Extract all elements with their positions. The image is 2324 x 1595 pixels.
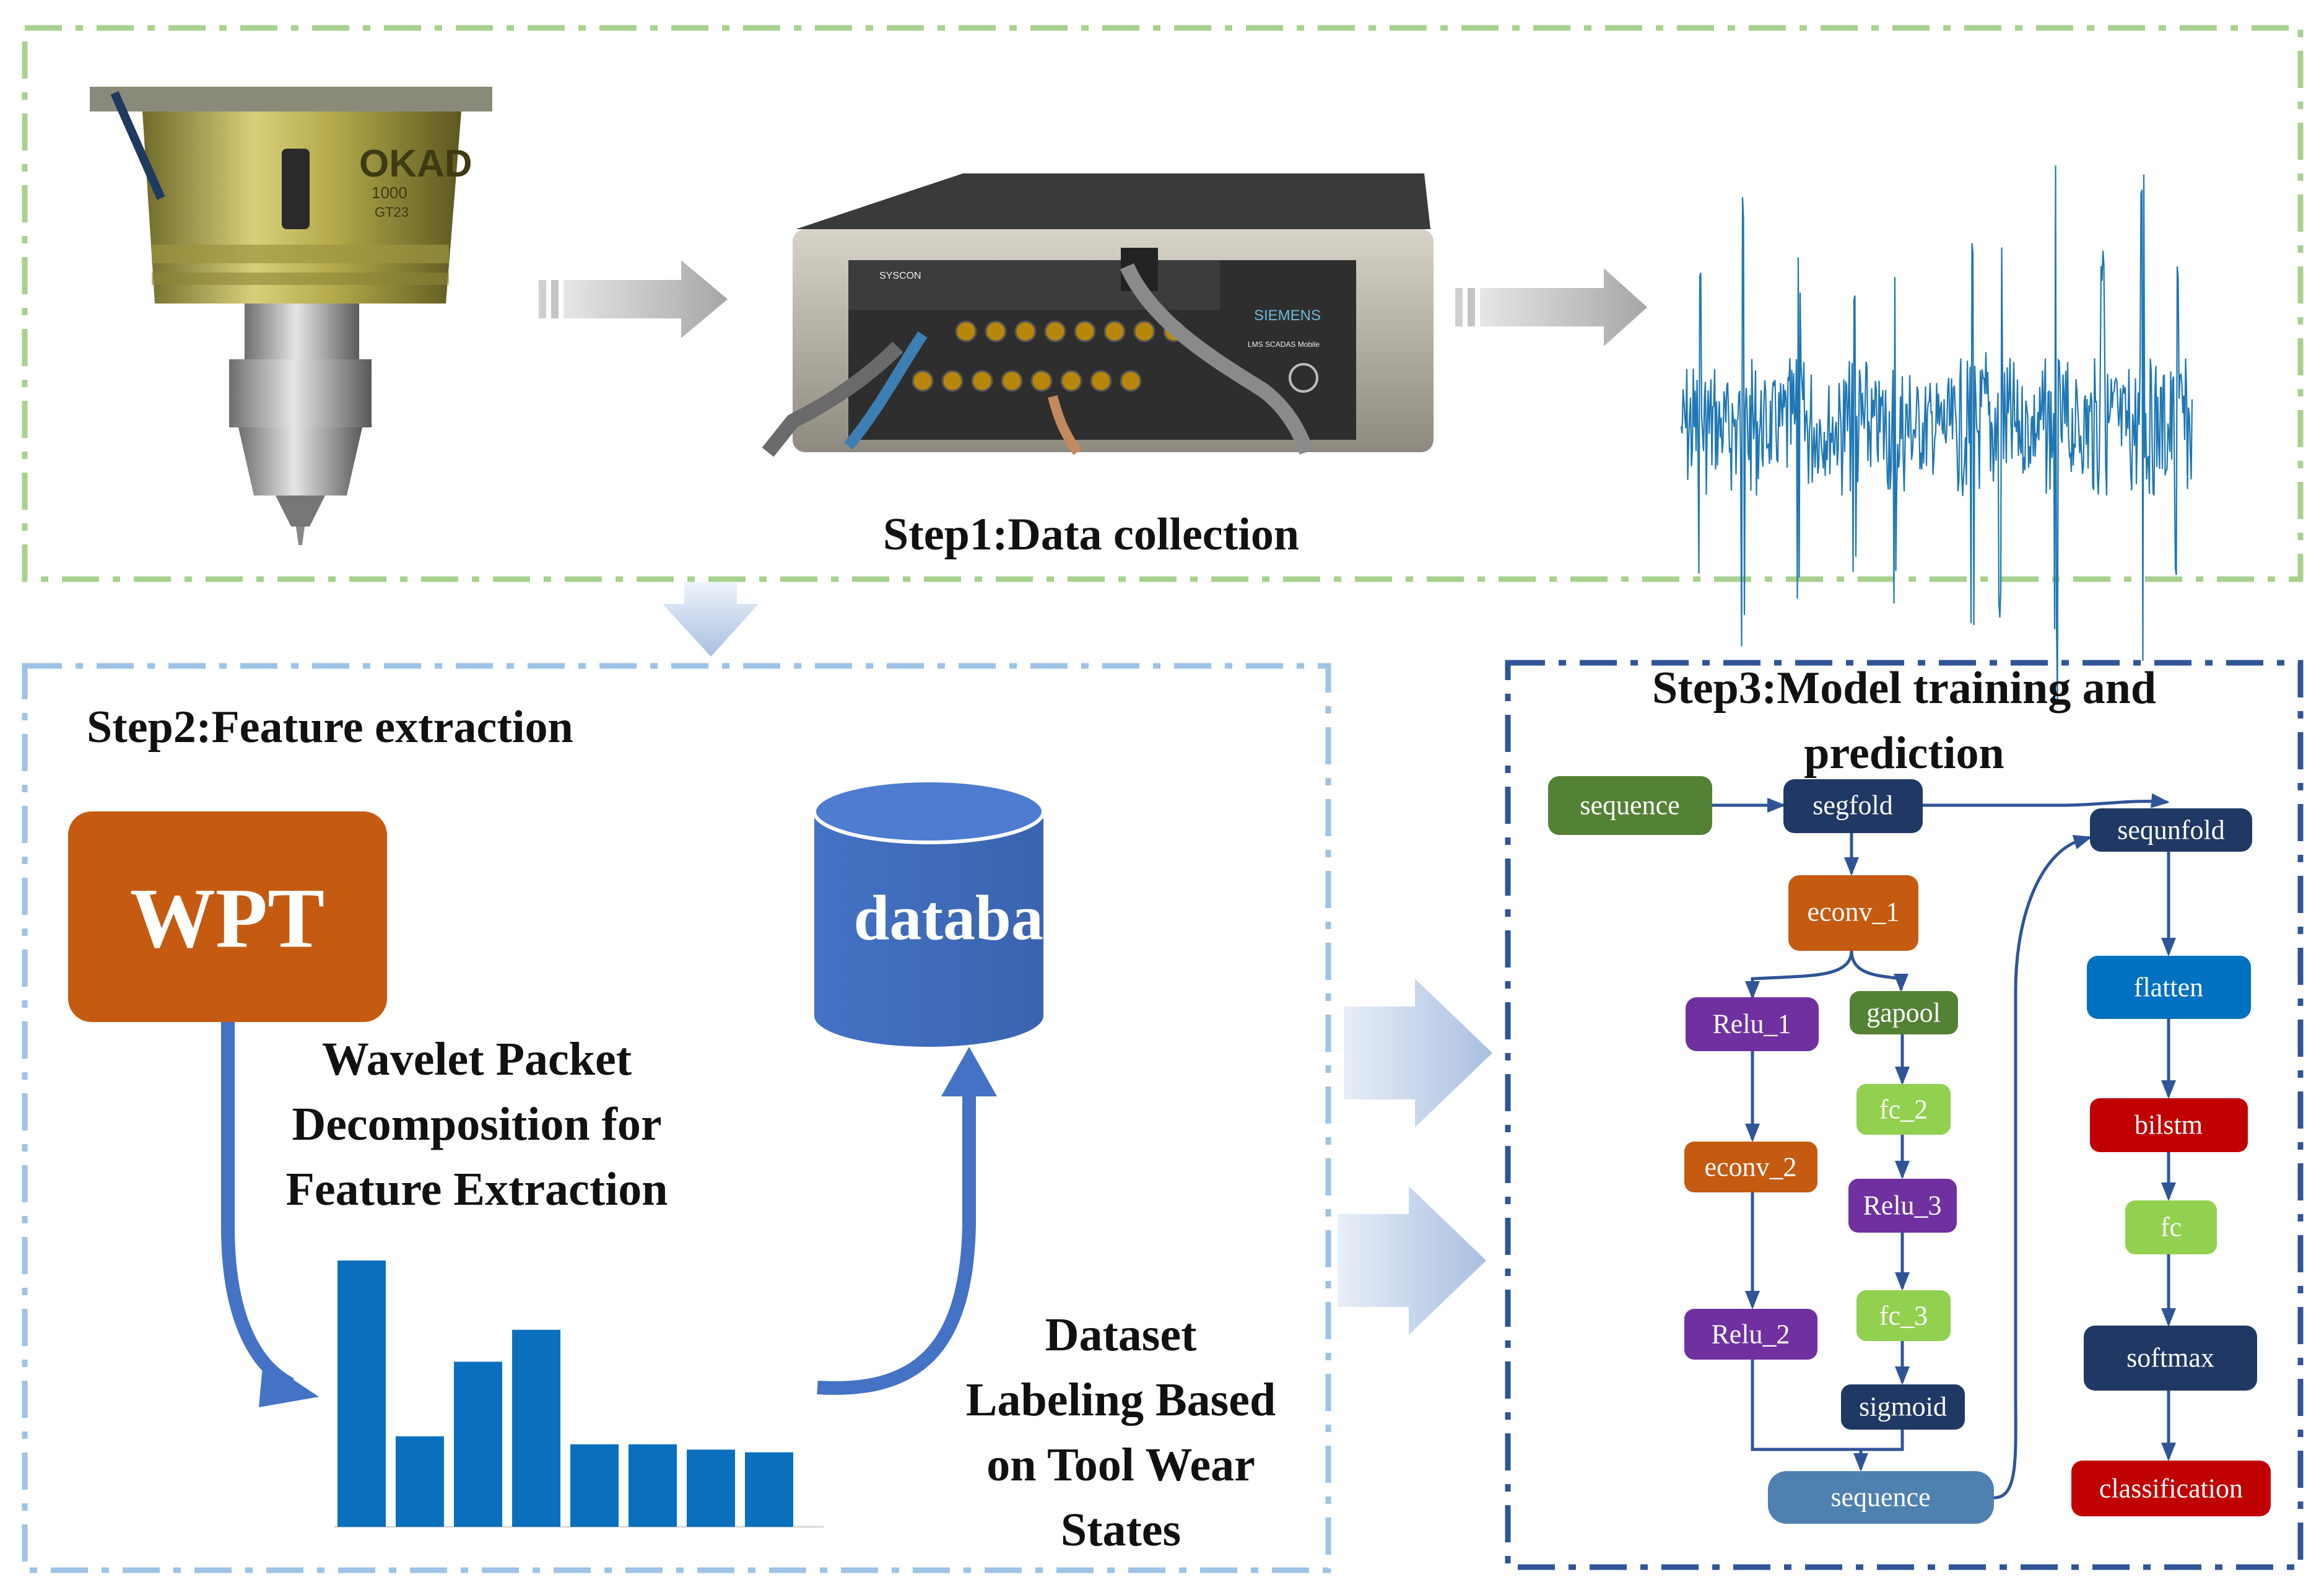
node-sequence-in-label: sequence (1580, 790, 1679, 821)
step1-frame (22, 25, 2304, 582)
node-fc-2[interactable]: fc_2 (1856, 1084, 1951, 1135)
step2-frame (22, 663, 1331, 1573)
node-bilstm[interactable]: bilstm (2090, 1098, 2248, 1152)
daq-port (1133, 320, 1155, 343)
chart-bar-7 (687, 1449, 735, 1527)
wpt-box (68, 811, 387, 1022)
gray-arrow-2 (1455, 268, 1647, 346)
wpt-caption-line-2: Decomposition for (292, 1098, 661, 1150)
node-bilstm-label: bilstm (2135, 1110, 2203, 1140)
daq-port (1120, 370, 1142, 392)
node-fc-3-label: fc_3 (1879, 1301, 1928, 1331)
node-classification-label: classification (2099, 1474, 2243, 1504)
database-label: database (854, 883, 1097, 954)
step3-title-line-2: prediction (1804, 728, 2004, 779)
node-econv-2[interactable]: econv_2 (1684, 1142, 1817, 1192)
chart-to-database-arrowhead (941, 1047, 997, 1096)
spindle-spec-text-2: GT23 (375, 204, 409, 220)
node-econv-2-label: econv_2 (1704, 1152, 1796, 1182)
gray-arrow-1 (539, 260, 728, 338)
right-arrow-1 (1344, 979, 1492, 1127)
node-relu-1[interactable]: Relu_1 (1686, 997, 1819, 1051)
daq-port (1090, 370, 1112, 392)
dataset-caption-line-3: on Tool Wear (986, 1439, 1255, 1491)
daq-port (1044, 320, 1066, 343)
spindle-photo: OKAD 1000 GT23 (90, 87, 492, 545)
spindle-spec-text-1: 1000 (372, 183, 407, 202)
node-sigmoid-label: sigmoid (1859, 1392, 1947, 1422)
node-softmax-label: softmax (2126, 1343, 2214, 1373)
node-sequence-in[interactable]: sequence (1548, 776, 1712, 835)
step3-frame (1505, 660, 2304, 1570)
node-flatten-label: flatten (2134, 972, 2203, 1003)
bar-chart (334, 1261, 824, 1528)
wpt-caption-line-1: Wavelet Packet (322, 1033, 632, 1085)
daq-brand-text: SIEMENS (1254, 307, 1321, 324)
right-arrow-2 (1338, 1186, 1486, 1335)
node-segfold[interactable]: segfold (1783, 779, 1923, 833)
daq-syscon-text: SYSCON (879, 271, 921, 281)
daq-port (941, 370, 964, 392)
node-relu-2-label: Relu_2 (1711, 1319, 1790, 1350)
node-econv-1-label: econv_1 (1807, 897, 1899, 927)
step3-title-line-1: Step3:Model training and (1652, 663, 2156, 714)
daq-port (1074, 320, 1096, 343)
node-fc-3[interactable]: fc_3 (1856, 1290, 1951, 1341)
dataset-caption-line-4: States (1061, 1504, 1181, 1556)
daq-port (971, 370, 993, 392)
wpt-to-chart-arrowhead (259, 1360, 319, 1407)
node-relu-3-label: Relu_3 (1863, 1191, 1941, 1221)
node-fc-label: fc (2161, 1212, 2182, 1243)
chart-bar-2 (396, 1436, 444, 1527)
wpt-to-chart-arrow (221, 1022, 295, 1391)
step1-title: Step1:Data collection (883, 509, 1299, 560)
node-classification[interactable]: classification (2071, 1461, 2271, 1516)
dataset-caption-line-2: Labeling Based (966, 1374, 1276, 1426)
node-sequence-out[interactable]: sequence (1768, 1471, 1994, 1524)
node-flatten[interactable]: flatten (2087, 956, 2251, 1019)
daq-port (912, 370, 934, 392)
wpt-caption-line-3: Feature Extraction (286, 1163, 668, 1215)
node-sequnfold[interactable]: sequnfold (2090, 808, 2252, 852)
daq-port (1060, 370, 1082, 392)
chart-bar-6 (629, 1444, 677, 1527)
node-relu-1-label: Relu_1 (1712, 1009, 1791, 1039)
node-relu-3[interactable]: Relu_3 (1848, 1179, 1957, 1233)
daq-port (1103, 320, 1126, 343)
node-fc-2-label: fc_2 (1879, 1095, 1928, 1125)
node-gapool[interactable]: gapool (1850, 991, 1958, 1034)
daq-port (1014, 320, 1037, 343)
database-cylinder (812, 779, 1045, 1047)
daq-port (1030, 370, 1053, 392)
network-connectors (1712, 793, 2176, 1500)
daq-port (1001, 370, 1023, 392)
spindle-brand-text: OKAD (359, 142, 472, 185)
step2-title: Step2:Feature extraction (87, 702, 573, 753)
node-econv-1[interactable]: econv_1 (1788, 875, 1918, 951)
node-fc[interactable]: fc (2125, 1200, 2217, 1254)
chart-to-database-arrow (817, 1087, 976, 1395)
daq-model-text: LMS SCADAS Mobile (1248, 340, 1320, 349)
node-softmax[interactable]: softmax (2084, 1326, 2257, 1391)
vibration-signal (1680, 165, 2193, 700)
wpt-label: WPT (130, 871, 324, 966)
chart-bar-8 (745, 1452, 793, 1527)
node-relu-2[interactable]: Relu_2 (1684, 1309, 1817, 1360)
daq-port (955, 320, 977, 343)
node-sequnfold-label: sequnfold (2117, 815, 2225, 846)
chart-bar-3 (454, 1361, 502, 1527)
chart-bar-5 (570, 1444, 619, 1527)
chart-bar-4 (512, 1329, 560, 1527)
dataset-caption-line-1: Dataset (1045, 1309, 1197, 1361)
node-segfold-label: segfold (1813, 790, 1893, 821)
daq-photo: SYSCON SIEMENS LMS SCADAS Mobile (762, 173, 1434, 457)
node-sequence-out-label: sequence (1830, 1482, 1930, 1513)
down-arrow (663, 582, 759, 657)
node-gapool-label: gapool (1866, 998, 1941, 1028)
daq-port (985, 320, 1007, 343)
chart-bar-1 (337, 1261, 386, 1527)
node-sigmoid[interactable]: sigmoid (1841, 1384, 1965, 1430)
